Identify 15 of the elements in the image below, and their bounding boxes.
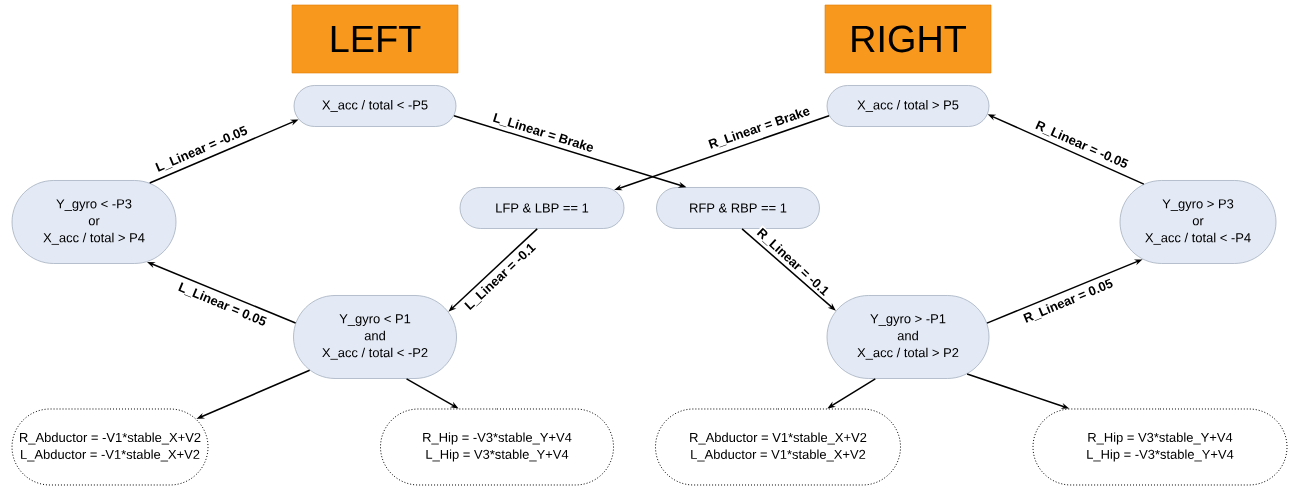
condition-box: Y_gyro < P1 and X_acc / total < -P2 <box>293 295 457 379</box>
condition-box: Y_gyro < -P3 or X_acc / total > P4 <box>11 180 177 264</box>
output-box: R_Abductor = V1*stable_X+V2 L_Abductor = V1*stable_X+V2 <box>655 408 901 486</box>
condition-box: Y_gyro > P3 or X_acc / total < -P4 <box>1119 180 1277 264</box>
title-box: LEFT <box>291 4 459 74</box>
condition-box: RFP & RBP == 1 <box>656 187 820 229</box>
output-box: R_Hip = -V3*stable_Y+V4 L_Hip = V3*stable_Y+V4 <box>380 408 614 486</box>
arrow <box>741 228 836 311</box>
condition-box: X_acc / total < -P5 <box>293 85 457 127</box>
condition-box: LFP & LBP == 1 <box>459 187 625 229</box>
output-box: R_Abductor = -V1*stable_X+V2 L_Abductor = -V1*stable_X+V2 <box>11 408 209 486</box>
condition-box: Y_gyro > -P1 and X_acc / total > P2 <box>826 295 990 379</box>
output-box: R_Hip = V3*stable_Y+V4 L_Hip = -V3*stable_Y+V4 <box>1032 408 1288 486</box>
title-box: RIGHT <box>824 4 992 74</box>
condition-box: X_acc / total > P5 <box>826 85 990 127</box>
